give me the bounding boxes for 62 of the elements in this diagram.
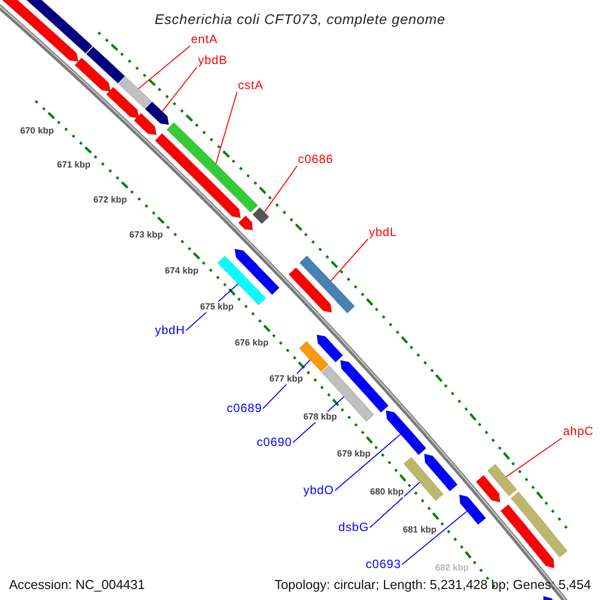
scale-label: 675 kbp (199, 301, 235, 312)
gene-label: ybdO (303, 484, 334, 497)
gene-feature (252, 206, 270, 224)
gene-label: ybdL (369, 226, 398, 239)
gene-label: ahpC (563, 425, 594, 438)
scale-label: 672 kbp (92, 194, 128, 206)
gene-feature (118, 76, 152, 109)
leader-line (370, 482, 420, 528)
gene-feature (154, 132, 241, 218)
gene-feature (500, 504, 554, 568)
gene-feature (144, 101, 170, 126)
gene-feature (510, 491, 568, 558)
scale-label: 671 kbp (56, 160, 92, 171)
gene-label: c0686 (298, 153, 334, 166)
leader-line (330, 238, 368, 282)
gene-feature (86, 46, 126, 84)
gene-feature (166, 122, 258, 213)
gene-label: dsbG (338, 521, 369, 534)
accession-text: Accession: NC_004431 (9, 577, 145, 592)
gene-feature (459, 494, 486, 525)
gene-label: cstA (238, 79, 264, 92)
gene-feature (234, 248, 280, 296)
scale-label: 670 kbp (19, 125, 55, 136)
gene-feature (134, 112, 157, 136)
gene-label: c0690 (256, 436, 292, 449)
gene-feature (424, 454, 458, 492)
gene-feature (298, 340, 329, 372)
gene-feature (340, 360, 389, 413)
leader-line (162, 66, 198, 112)
scale-label: 677 kbp (268, 374, 304, 385)
scale-label: 673 kbp (128, 230, 164, 241)
gene-label: c0689 (226, 402, 262, 415)
title: Escherichia coli CFT073, complete genome (154, 10, 446, 29)
gene-label: ybdB (198, 54, 228, 67)
gene-feature (0, 0, 79, 62)
gene-label: c0693 (366, 558, 401, 571)
gene-feature (487, 464, 518, 496)
gene-feature (316, 334, 344, 363)
gene-feature (299, 255, 356, 314)
scale-label: 682 kbp (434, 562, 470, 574)
gene-feature (476, 474, 500, 503)
leader-line (402, 510, 468, 565)
gene-label: entA (191, 33, 218, 46)
gene-feature (403, 456, 444, 502)
scale-label: 678 kbp (302, 411, 338, 422)
leader-line (138, 46, 190, 90)
gene-feature (74, 57, 111, 92)
scale-label: 674 kbp (164, 265, 200, 276)
leader-line (334, 434, 401, 491)
scale-label: 680 kbp (369, 486, 405, 498)
gene-label: ybdH (154, 324, 185, 337)
leader-line (216, 92, 238, 164)
leader-line (506, 438, 562, 478)
scale-label: 676 kbp (234, 337, 270, 348)
leader-line (264, 166, 298, 213)
gene-feature (238, 215, 253, 230)
scale-label: 679 kbp (336, 448, 372, 460)
gene-feature (386, 410, 427, 456)
scale-label: 681 kbp (402, 524, 438, 536)
gene-feature (288, 267, 332, 313)
gene-feature (321, 365, 374, 422)
gene-feature (106, 86, 140, 119)
